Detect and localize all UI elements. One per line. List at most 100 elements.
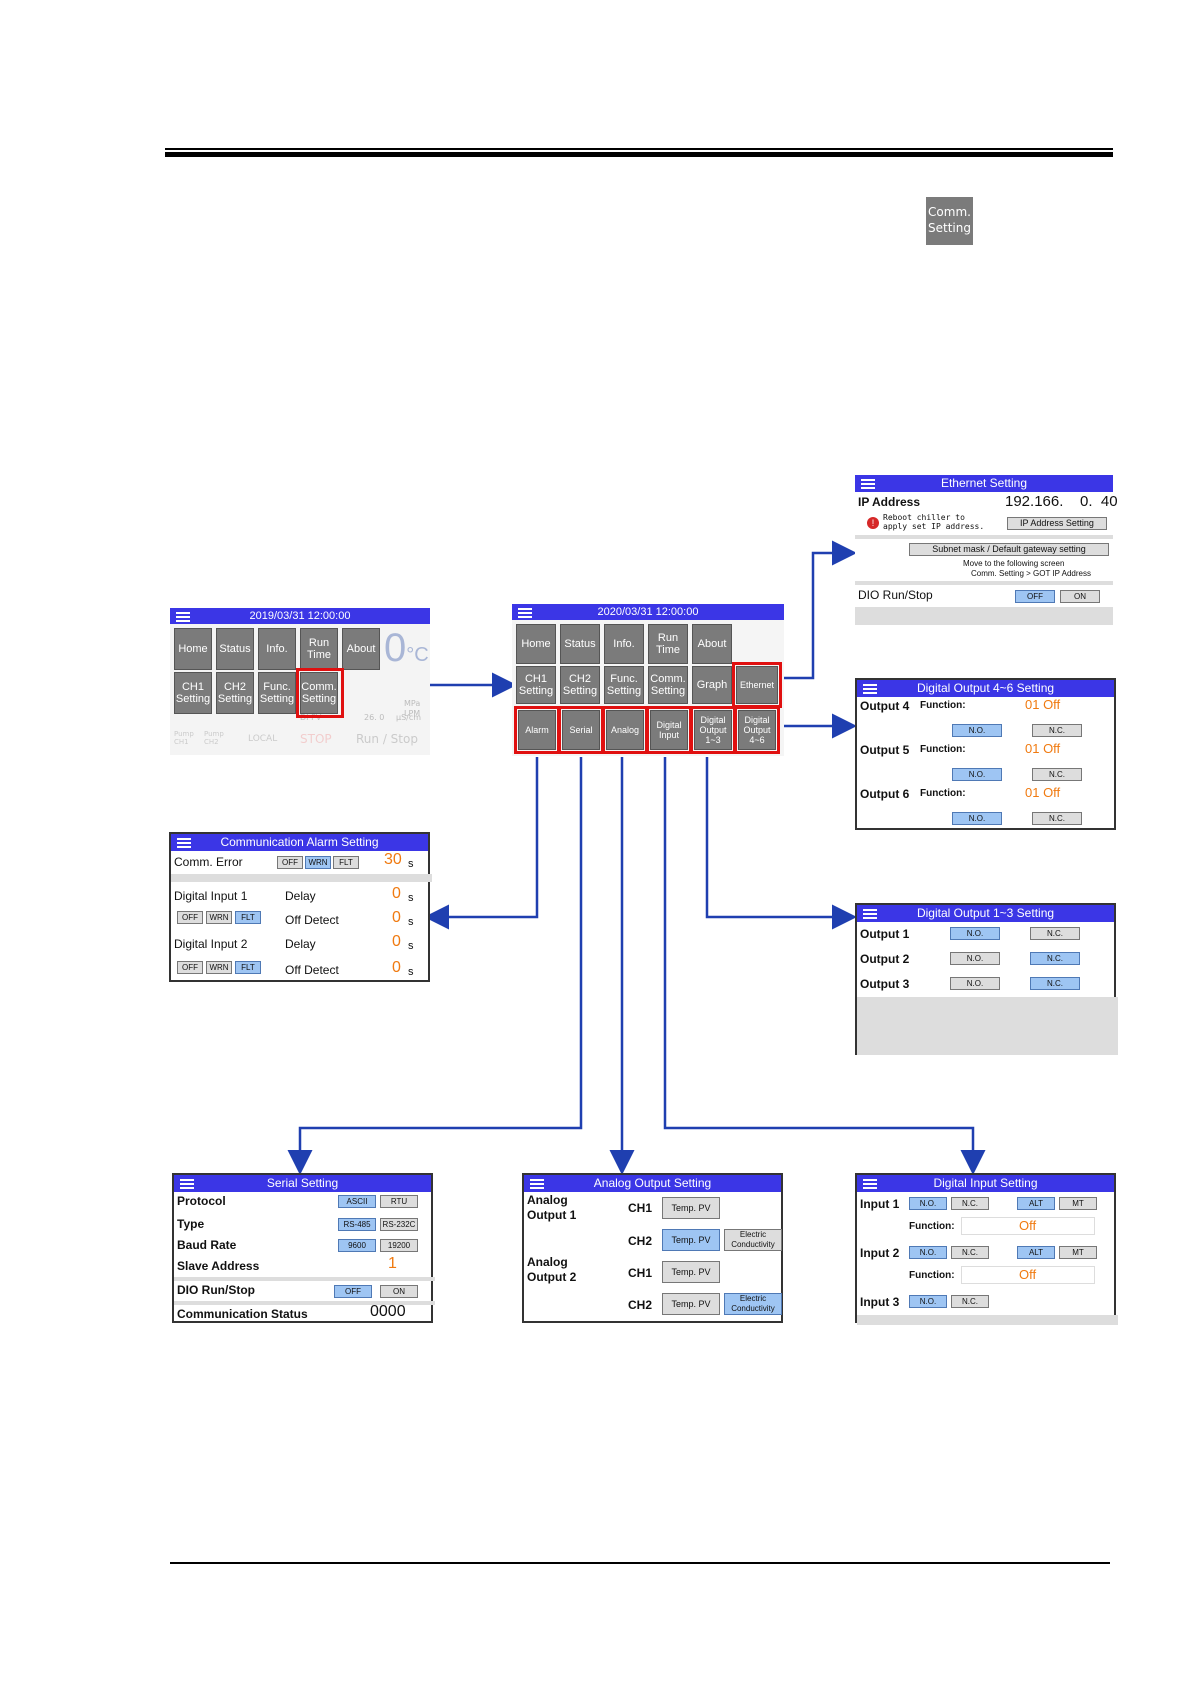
di-input2-mt[interactable]: MT	[1059, 1246, 1097, 1259]
serial-dio-on[interactable]: ON	[380, 1285, 418, 1298]
di-input2-func-field[interactable]	[961, 1266, 1095, 1284]
analog-out2-ch2-ec[interactable]: Electric Conductivity	[724, 1293, 782, 1315]
do13-output3-nc[interactable]: N.C.	[1030, 977, 1080, 990]
slave-value[interactable]: 1	[388, 1255, 397, 1272]
slave-label: Slave Address	[177, 1259, 260, 1273]
dio-on-button[interactable]: ON	[1060, 590, 1100, 603]
comm-error-flt[interactable]: FLT	[333, 856, 359, 869]
type-rs485[interactable]: RS-485	[338, 1218, 376, 1231]
warning-icon: !	[867, 517, 879, 529]
analog-out1-ch2-ec[interactable]: Electric Conductivity	[724, 1229, 782, 1251]
di2-flt[interactable]: FLT	[235, 961, 261, 974]
di-input1-nc[interactable]: N.C.	[951, 1197, 989, 1210]
protocol-rtu[interactable]: RTU	[380, 1195, 418, 1208]
di-input1-no[interactable]: N.O.	[909, 1197, 947, 1210]
main-btn-info[interactable]: Info.	[604, 624, 644, 664]
do46-output6-no[interactable]: N.O.	[952, 812, 1002, 825]
dio-off-button[interactable]: OFF	[1015, 590, 1055, 603]
main-btn-about[interactable]: About	[692, 624, 732, 664]
left-btn-ch1[interactable]: CH1 Setting	[174, 672, 212, 714]
do13-output2-nc[interactable]: N.C.	[1030, 952, 1080, 965]
do13-output2-no[interactable]: N.O.	[950, 952, 1000, 965]
left-btn-info[interactable]: Info.	[258, 628, 296, 670]
main-btn-comm[interactable]: Comm. Setting	[648, 666, 688, 704]
analog-out1-ch2-temp[interactable]: Temp. PV	[662, 1229, 720, 1251]
main-btn-do46[interactable]: Digital Output 4~6	[738, 710, 776, 750]
di-input2-alt[interactable]: ALT	[1017, 1246, 1055, 1259]
protocol-ascii[interactable]: ASCII	[338, 1195, 376, 1208]
di-input3-nc[interactable]: N.C.	[951, 1295, 989, 1308]
do13-output1-nc[interactable]: N.C.	[1030, 927, 1080, 940]
di2-off[interactable]: OFF	[177, 961, 203, 974]
di1-wrn[interactable]: WRN	[206, 911, 232, 924]
ip-address-setting-button[interactable]: IP Address Setting	[1007, 517, 1107, 530]
di1-flt[interactable]: FLT	[235, 911, 261, 924]
di-input3-no[interactable]: N.O.	[909, 1295, 947, 1308]
do13-output3-no[interactable]: N.O.	[950, 977, 1000, 990]
do13-output1-no[interactable]: N.O.	[950, 927, 1000, 940]
analog-out1-ch1-temp[interactable]: Temp. PV	[662, 1197, 720, 1219]
di-input1-alt[interactable]: ALT	[1017, 1197, 1055, 1210]
menu-icon[interactable]	[180, 1179, 194, 1189]
left-btn-comm[interactable]: Comm. Setting	[300, 672, 338, 714]
main-btn-alarm[interactable]: Alarm	[518, 710, 556, 750]
menu-icon[interactable]	[530, 1179, 544, 1189]
do46-output4-nc[interactable]: N.C.	[1032, 724, 1082, 737]
comm-alarm-title: Communication Alarm Setting	[220, 835, 379, 849]
main-btn-analog[interactable]: Analog	[606, 710, 644, 750]
di2-wrn[interactable]: WRN	[206, 961, 232, 974]
do46-output4-value[interactable]: 01 Off	[1025, 697, 1061, 712]
di-input1-mt[interactable]: MT	[1059, 1197, 1097, 1210]
menu-icon[interactable]	[863, 1179, 877, 1189]
di-input1-func-field[interactable]	[961, 1217, 1095, 1235]
di2-delay-value[interactable]: 0	[392, 933, 401, 950]
main-btn-ethernet[interactable]: Ethernet	[736, 666, 778, 704]
main-btn-runtime[interactable]: Run Time	[648, 624, 688, 664]
di-input2-nc[interactable]: N.C.	[951, 1246, 989, 1259]
menu-icon[interactable]	[863, 684, 877, 694]
di-input2-no[interactable]: N.O.	[909, 1246, 947, 1259]
main-btn-digital-input[interactable]: Digital Input	[650, 710, 688, 750]
main-btn-ch1[interactable]: CH1 Setting	[516, 666, 556, 704]
baud-9600[interactable]: 9600	[338, 1239, 376, 1252]
do46-output5-no[interactable]: N.O.	[952, 768, 1002, 781]
do46-output4-no[interactable]: N.O.	[952, 724, 1002, 737]
ip-label: IP Address	[858, 495, 921, 509]
do46-output5-value[interactable]: 01 Off	[1025, 741, 1061, 756]
main-btn-serial[interactable]: Serial	[562, 710, 600, 750]
left-btn-ch2[interactable]: CH2 Setting	[216, 672, 254, 714]
di1-off[interactable]: OFF	[177, 911, 203, 924]
left-btn-about[interactable]: About	[342, 628, 380, 670]
analog-out2-ch1-temp[interactable]: Temp. PV	[662, 1261, 720, 1283]
do46-output5-nc[interactable]: N.C.	[1032, 768, 1082, 781]
di1-off-detect-value[interactable]: 0	[392, 909, 401, 926]
comm-setting-badge: Comm. Setting	[926, 197, 973, 245]
subnet-button[interactable]: Subnet mask / Default gateway setting	[909, 543, 1109, 556]
menu-icon[interactable]	[861, 479, 875, 489]
main-btn-status[interactable]: Status	[560, 624, 600, 664]
serial-dio-off[interactable]: OFF	[334, 1285, 372, 1298]
main-btn-func[interactable]: Func. Setting	[604, 666, 644, 704]
analog-out2-ch2-temp[interactable]: Temp. PV	[662, 1293, 720, 1315]
do46-output6-value[interactable]: 01 Off	[1025, 785, 1061, 800]
main-btn-do13[interactable]: Digital Output 1~3	[694, 710, 732, 750]
di2-off-detect-value[interactable]: 0	[392, 959, 401, 976]
main-btn-ch2[interactable]: CH2 Setting	[560, 666, 600, 704]
arrow-di	[663, 757, 986, 1175]
comm-error-off[interactable]: OFF	[277, 856, 303, 869]
main-btn-graph[interactable]: Graph	[692, 666, 732, 704]
comm-error-wrn[interactable]: WRN	[305, 856, 331, 869]
do46-output6-nc[interactable]: N.C.	[1032, 812, 1082, 825]
left-btn-home[interactable]: Home	[174, 628, 212, 670]
highlight-digital-input	[646, 706, 692, 754]
type-rs232c[interactable]: RS-232C	[380, 1218, 418, 1231]
left-btn-status[interactable]: Status	[216, 628, 254, 670]
di1-delay-value[interactable]: 0	[392, 885, 401, 902]
left-btn-runtime[interactable]: Run Time	[300, 628, 338, 670]
comm-error-value[interactable]: 30	[384, 851, 402, 868]
menu-icon[interactable]	[177, 838, 191, 848]
baud-19200[interactable]: 19200	[380, 1239, 418, 1252]
menu-icon[interactable]	[863, 909, 877, 919]
left-btn-func[interactable]: Func. Setting	[258, 672, 296, 714]
main-btn-home[interactable]: Home	[516, 624, 556, 664]
